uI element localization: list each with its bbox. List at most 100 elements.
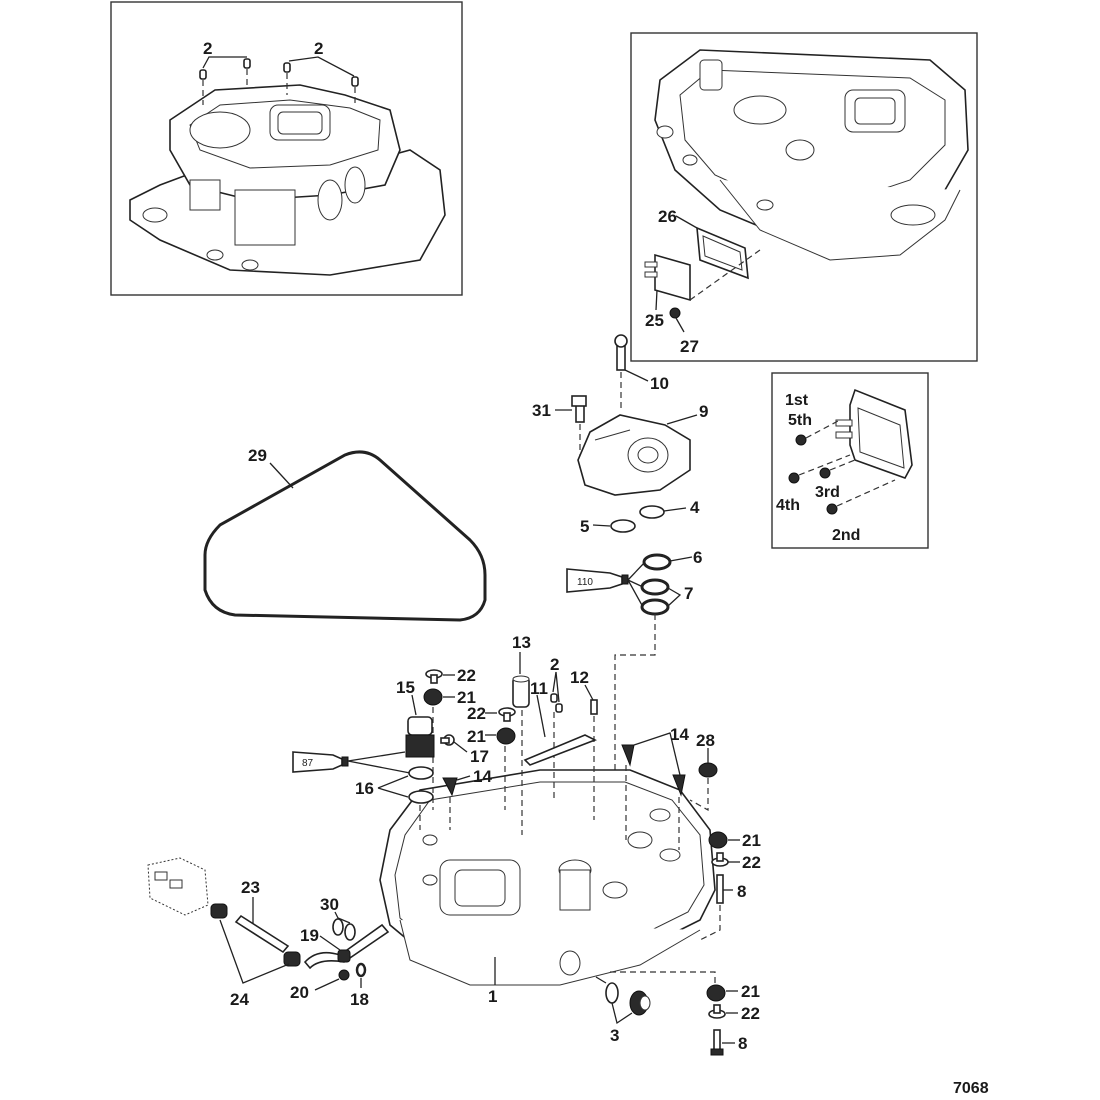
callout-22: 22	[741, 1004, 760, 1023]
bolt-8-lower	[710, 1029, 735, 1056]
washer-22-mid	[485, 707, 516, 722]
fitting-24	[210, 903, 301, 984]
gasket-29	[203, 450, 487, 622]
callout-2: 2	[550, 655, 559, 674]
callout-31: 31	[532, 401, 551, 420]
bolt-10	[614, 334, 649, 410]
tube-label: 87	[302, 758, 314, 769]
screw-17	[440, 734, 468, 753]
main-housing-1	[379, 769, 716, 986]
screw-20	[314, 969, 350, 991]
callout-21: 21	[741, 982, 760, 1001]
seal-6	[642, 553, 672, 571]
callout-22: 22	[742, 853, 761, 872]
sequence-label-4th: 4th	[776, 497, 800, 514]
o-ring-16a	[408, 766, 434, 780]
callout-8: 8	[737, 882, 746, 901]
o-ring-3	[605, 982, 619, 1004]
bolt-31	[555, 395, 587, 468]
remote-block	[147, 857, 209, 916]
inset-frame	[771, 372, 929, 549]
sequence-label-5th: 5th	[788, 412, 812, 429]
o-ring-16b	[408, 790, 434, 804]
callout-25: 25	[645, 311, 664, 330]
washer-22-lower	[708, 1004, 738, 1019]
plug-28	[689, 748, 718, 812]
grommet-21-right	[708, 831, 740, 849]
sequence-label-3rd: 3rd	[815, 484, 840, 501]
seal-7b	[640, 598, 670, 616]
callout-1: 1	[488, 987, 497, 1006]
upper-housing-illustration	[129, 84, 446, 276]
callout-20: 20	[290, 983, 309, 1002]
elbow-hose-19	[303, 923, 390, 970]
plug-3	[629, 990, 651, 1016]
washer-22-left	[425, 669, 455, 684]
strip-11	[523, 694, 597, 766]
bolt-12	[584, 684, 598, 820]
callout-13: 13	[512, 633, 531, 652]
washer-22-right	[711, 852, 740, 867]
callout-16: 16	[355, 779, 374, 798]
callout-2: 2	[314, 39, 323, 58]
callout-24: 24	[230, 990, 249, 1009]
hose-23	[234, 897, 290, 954]
callout-21: 21	[467, 727, 486, 746]
inset-frame	[110, 1, 463, 296]
o-ring-4	[639, 505, 665, 519]
bolt-8-right	[716, 874, 733, 904]
fitting-15	[405, 694, 435, 758]
callout-21: 21	[742, 831, 761, 850]
callout-6: 6	[693, 548, 702, 567]
callout-21: 21	[457, 688, 476, 707]
seal-7a	[640, 578, 670, 596]
nozzle-14-left	[442, 775, 471, 830]
callout-14: 14	[670, 725, 689, 744]
callout-10: 10	[650, 374, 669, 393]
dowel-pins	[199, 56, 359, 105]
grommet-21-mid	[485, 727, 516, 810]
sensor-25	[654, 253, 691, 302]
callout-18: 18	[350, 990, 369, 1009]
nozzle-14-right	[621, 732, 686, 850]
sealant-tube-110: 110	[566, 561, 646, 608]
callout-26: 26	[658, 207, 677, 226]
pump-housing-9	[577, 414, 698, 496]
tube-label: 110	[577, 577, 593, 588]
callout-19: 19	[300, 926, 319, 945]
fitting-13	[512, 652, 530, 835]
bolt-27	[669, 307, 681, 319]
callout-22: 22	[467, 704, 486, 723]
grommet-21-lower	[706, 984, 738, 1002]
inset-top-right: 26 25 27	[630, 32, 978, 362]
callout-27: 27	[680, 337, 699, 356]
callout-4: 4	[690, 498, 700, 517]
callout-15: 15	[396, 678, 415, 697]
callout-28: 28	[696, 731, 715, 750]
callout-5: 5	[580, 517, 589, 536]
callout-14: 14	[473, 767, 492, 786]
callout-8: 8	[738, 1034, 747, 1053]
washer-18	[355, 962, 367, 988]
sequence-label-2nd: 2nd	[832, 527, 860, 544]
callout-23: 23	[241, 878, 260, 897]
callout-7: 7	[684, 584, 693, 603]
sealant-tube-87: 87	[292, 751, 411, 774]
callout-22: 22	[457, 666, 476, 685]
sequence-label-1st: 1st	[785, 392, 809, 409]
inset-top-left: 2 2	[110, 1, 463, 296]
inset-frame	[630, 32, 978, 362]
figure-number: 7068	[953, 1080, 989, 1097]
grommet-21-left	[423, 688, 455, 810]
callout-12: 12	[570, 668, 589, 687]
callout-30: 30	[320, 895, 339, 914]
inset-torque-sequence: 1st 5th 3rd 4th 2nd	[771, 372, 929, 549]
o-ring-5	[610, 519, 636, 533]
callout-11: 11	[530, 679, 548, 698]
callout-29: 29	[248, 446, 267, 465]
lower-housing-illustration	[654, 49, 969, 261]
callout-2: 2	[203, 39, 212, 58]
callout-9: 9	[699, 402, 708, 421]
o-rings-30	[332, 911, 356, 941]
